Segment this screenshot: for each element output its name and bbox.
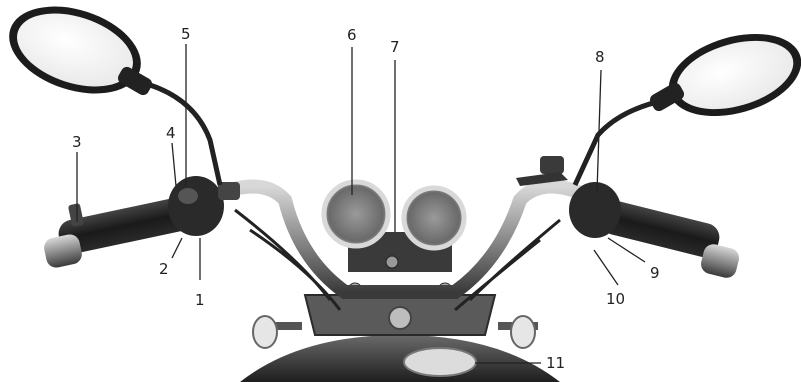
stem-nut — [389, 307, 411, 329]
right-mirror — [575, 20, 801, 185]
left-switch-housing — [168, 176, 240, 236]
callout-5: 5 — [181, 25, 191, 43]
ignition-switch — [386, 256, 398, 268]
callout-7: 7 — [390, 38, 400, 56]
right-turn-signal — [498, 316, 538, 348]
tachometer — [404, 188, 464, 248]
callout-9: 9 — [650, 264, 660, 282]
callout-4: 4 — [166, 124, 176, 142]
speedometer — [324, 182, 388, 246]
callout-8: 8 — [595, 48, 605, 66]
callout-1: 1 — [195, 291, 205, 309]
instrument-cluster — [324, 182, 464, 272]
fuel-tank — [240, 335, 560, 382]
left-turn-signal — [253, 316, 302, 348]
callout-6: 6 — [347, 26, 357, 44]
callout-2: 2 — [159, 260, 169, 278]
callout-3: 3 — [72, 133, 82, 151]
callout-11: 11 — [546, 354, 565, 372]
tank-emblem — [404, 348, 476, 376]
callout-10: 10 — [606, 290, 625, 308]
